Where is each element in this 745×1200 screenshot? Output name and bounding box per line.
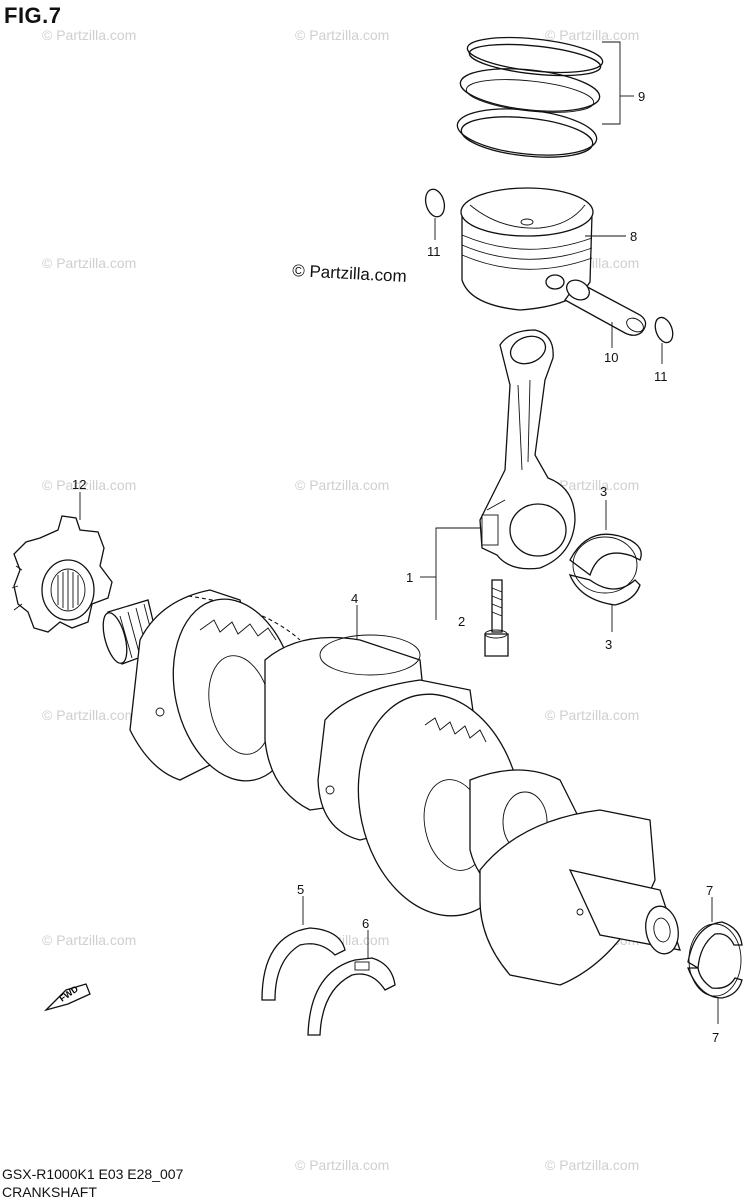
callout-3a: 3 bbox=[600, 484, 607, 499]
callout-4: 4 bbox=[351, 591, 358, 606]
watermark-tile: © Partzilla.com bbox=[545, 1157, 639, 1173]
watermark-tile: © Partzilla.com bbox=[295, 27, 389, 43]
piston-pin[interactable] bbox=[563, 276, 647, 336]
leader-line bbox=[435, 527, 480, 620]
callout-6: 6 bbox=[362, 916, 369, 931]
piston[interactable] bbox=[460, 187, 594, 311]
watermark-tile: © Partzilla.com bbox=[42, 477, 136, 493]
rod-bearing[interactable] bbox=[568, 533, 642, 606]
watermark-tile: © Partzilla.com bbox=[545, 27, 639, 43]
watermark-tile: © Partzilla.com bbox=[42, 255, 136, 271]
callout-12: 12 bbox=[72, 477, 86, 492]
callout-11a: 11 bbox=[427, 244, 441, 259]
callout-7b: 7 bbox=[712, 1030, 719, 1045]
callout-10: 10 bbox=[604, 350, 618, 365]
callout-9: 9 bbox=[638, 89, 645, 104]
watermark-tile: © Partzilla.com bbox=[545, 477, 639, 493]
leader-line bbox=[602, 41, 621, 125]
circlip[interactable] bbox=[652, 315, 676, 345]
watermark-tile: © Partzilla.com bbox=[295, 477, 389, 493]
sprocket-gear[interactable] bbox=[11, 515, 113, 633]
watermark-tile: © Partzilla.com bbox=[42, 27, 136, 43]
model-code: GSX-R1000K1 E03 E28_007 bbox=[2, 1166, 184, 1182]
fwd-arrow-icon: FWD bbox=[43, 983, 91, 1012]
callout-1: 1 bbox=[406, 570, 413, 585]
watermark-tile: © Partzilla.com bbox=[545, 707, 639, 723]
callout-5: 5 bbox=[297, 882, 304, 897]
piston-ring-set[interactable] bbox=[455, 32, 604, 163]
thrust-bearing[interactable] bbox=[261, 927, 346, 1001]
crankshaft[interactable] bbox=[99, 588, 682, 986]
diagram-name: CRANKSHAFT bbox=[2, 1184, 97, 1200]
figure-title: FIG.7 bbox=[4, 3, 62, 28]
watermark-tile: © Partzilla.com bbox=[42, 932, 136, 948]
thrust-bearing[interactable] bbox=[307, 957, 396, 1036]
connecting-rod[interactable] bbox=[479, 329, 576, 570]
callout-2: 2 bbox=[458, 614, 465, 629]
callout-8: 8 bbox=[630, 229, 637, 244]
callout-3b: 3 bbox=[605, 637, 612, 652]
partzilla-watermark: © Partzilla.com bbox=[292, 261, 407, 286]
callout-7a: 7 bbox=[706, 883, 713, 898]
main-bearing[interactable] bbox=[687, 921, 743, 999]
watermark-tile: © Partzilla.com bbox=[42, 707, 136, 723]
rod-bolt[interactable] bbox=[484, 579, 509, 657]
circlip[interactable] bbox=[423, 187, 448, 219]
callout-11b: 11 bbox=[654, 369, 668, 384]
watermark-tile: © Partzilla.com bbox=[295, 1157, 389, 1173]
